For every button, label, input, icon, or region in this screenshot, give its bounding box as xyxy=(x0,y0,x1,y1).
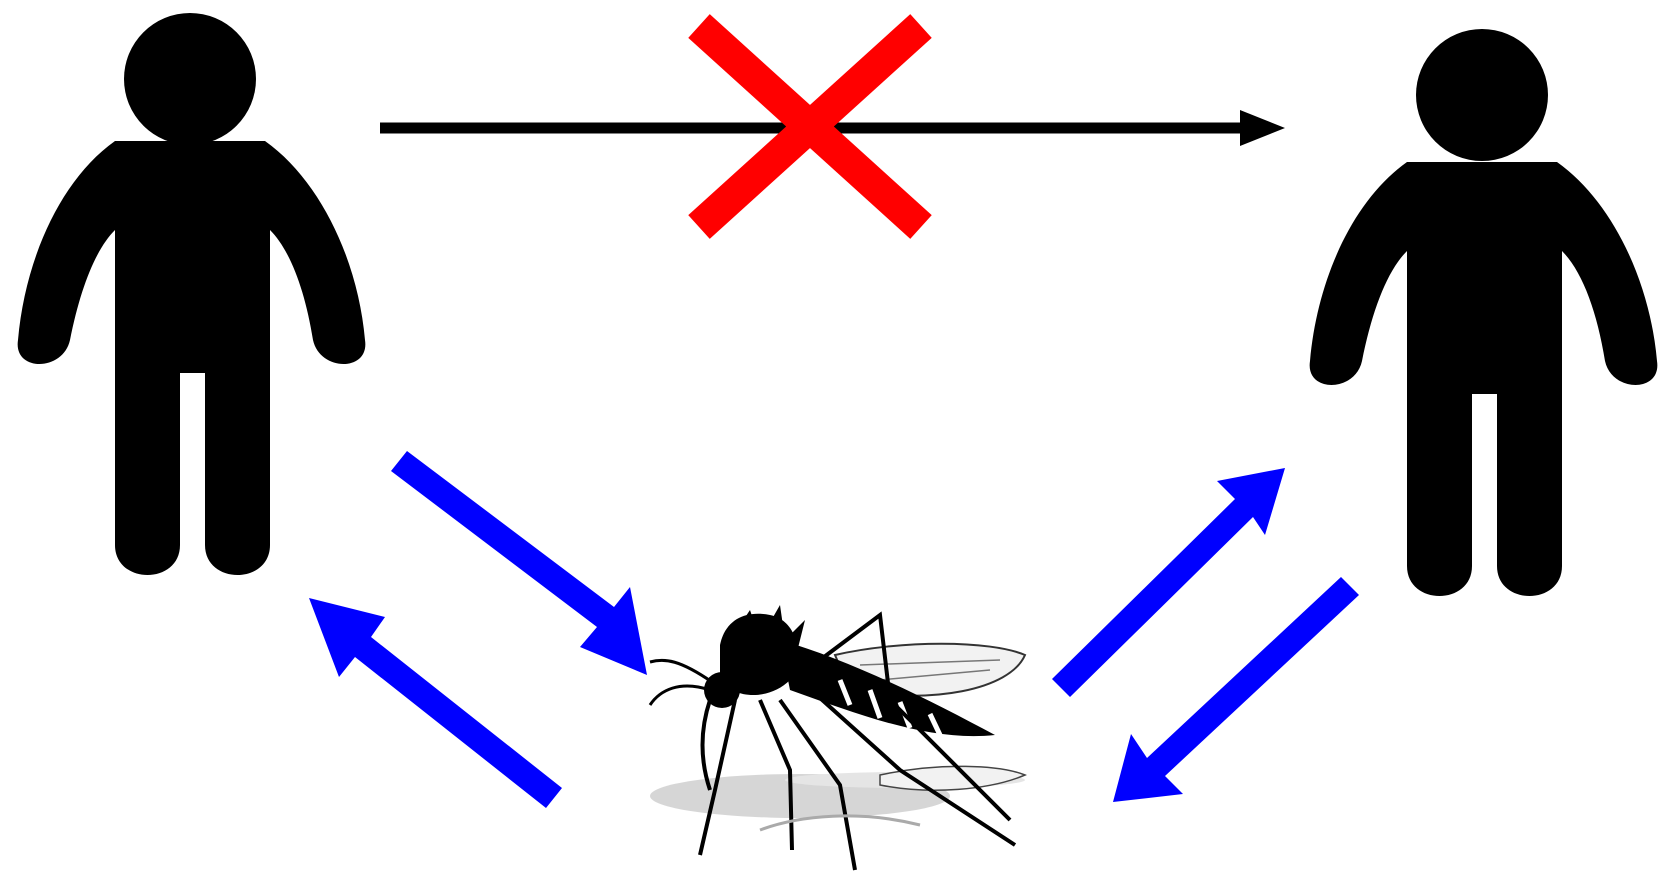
person-icon-left xyxy=(18,13,366,575)
mosquito-icon xyxy=(650,605,1025,870)
arrow-left-human-to-mosquito xyxy=(391,451,647,675)
arrow-mosquito-to-left-human xyxy=(309,598,562,808)
person-icon-right xyxy=(1310,29,1658,596)
